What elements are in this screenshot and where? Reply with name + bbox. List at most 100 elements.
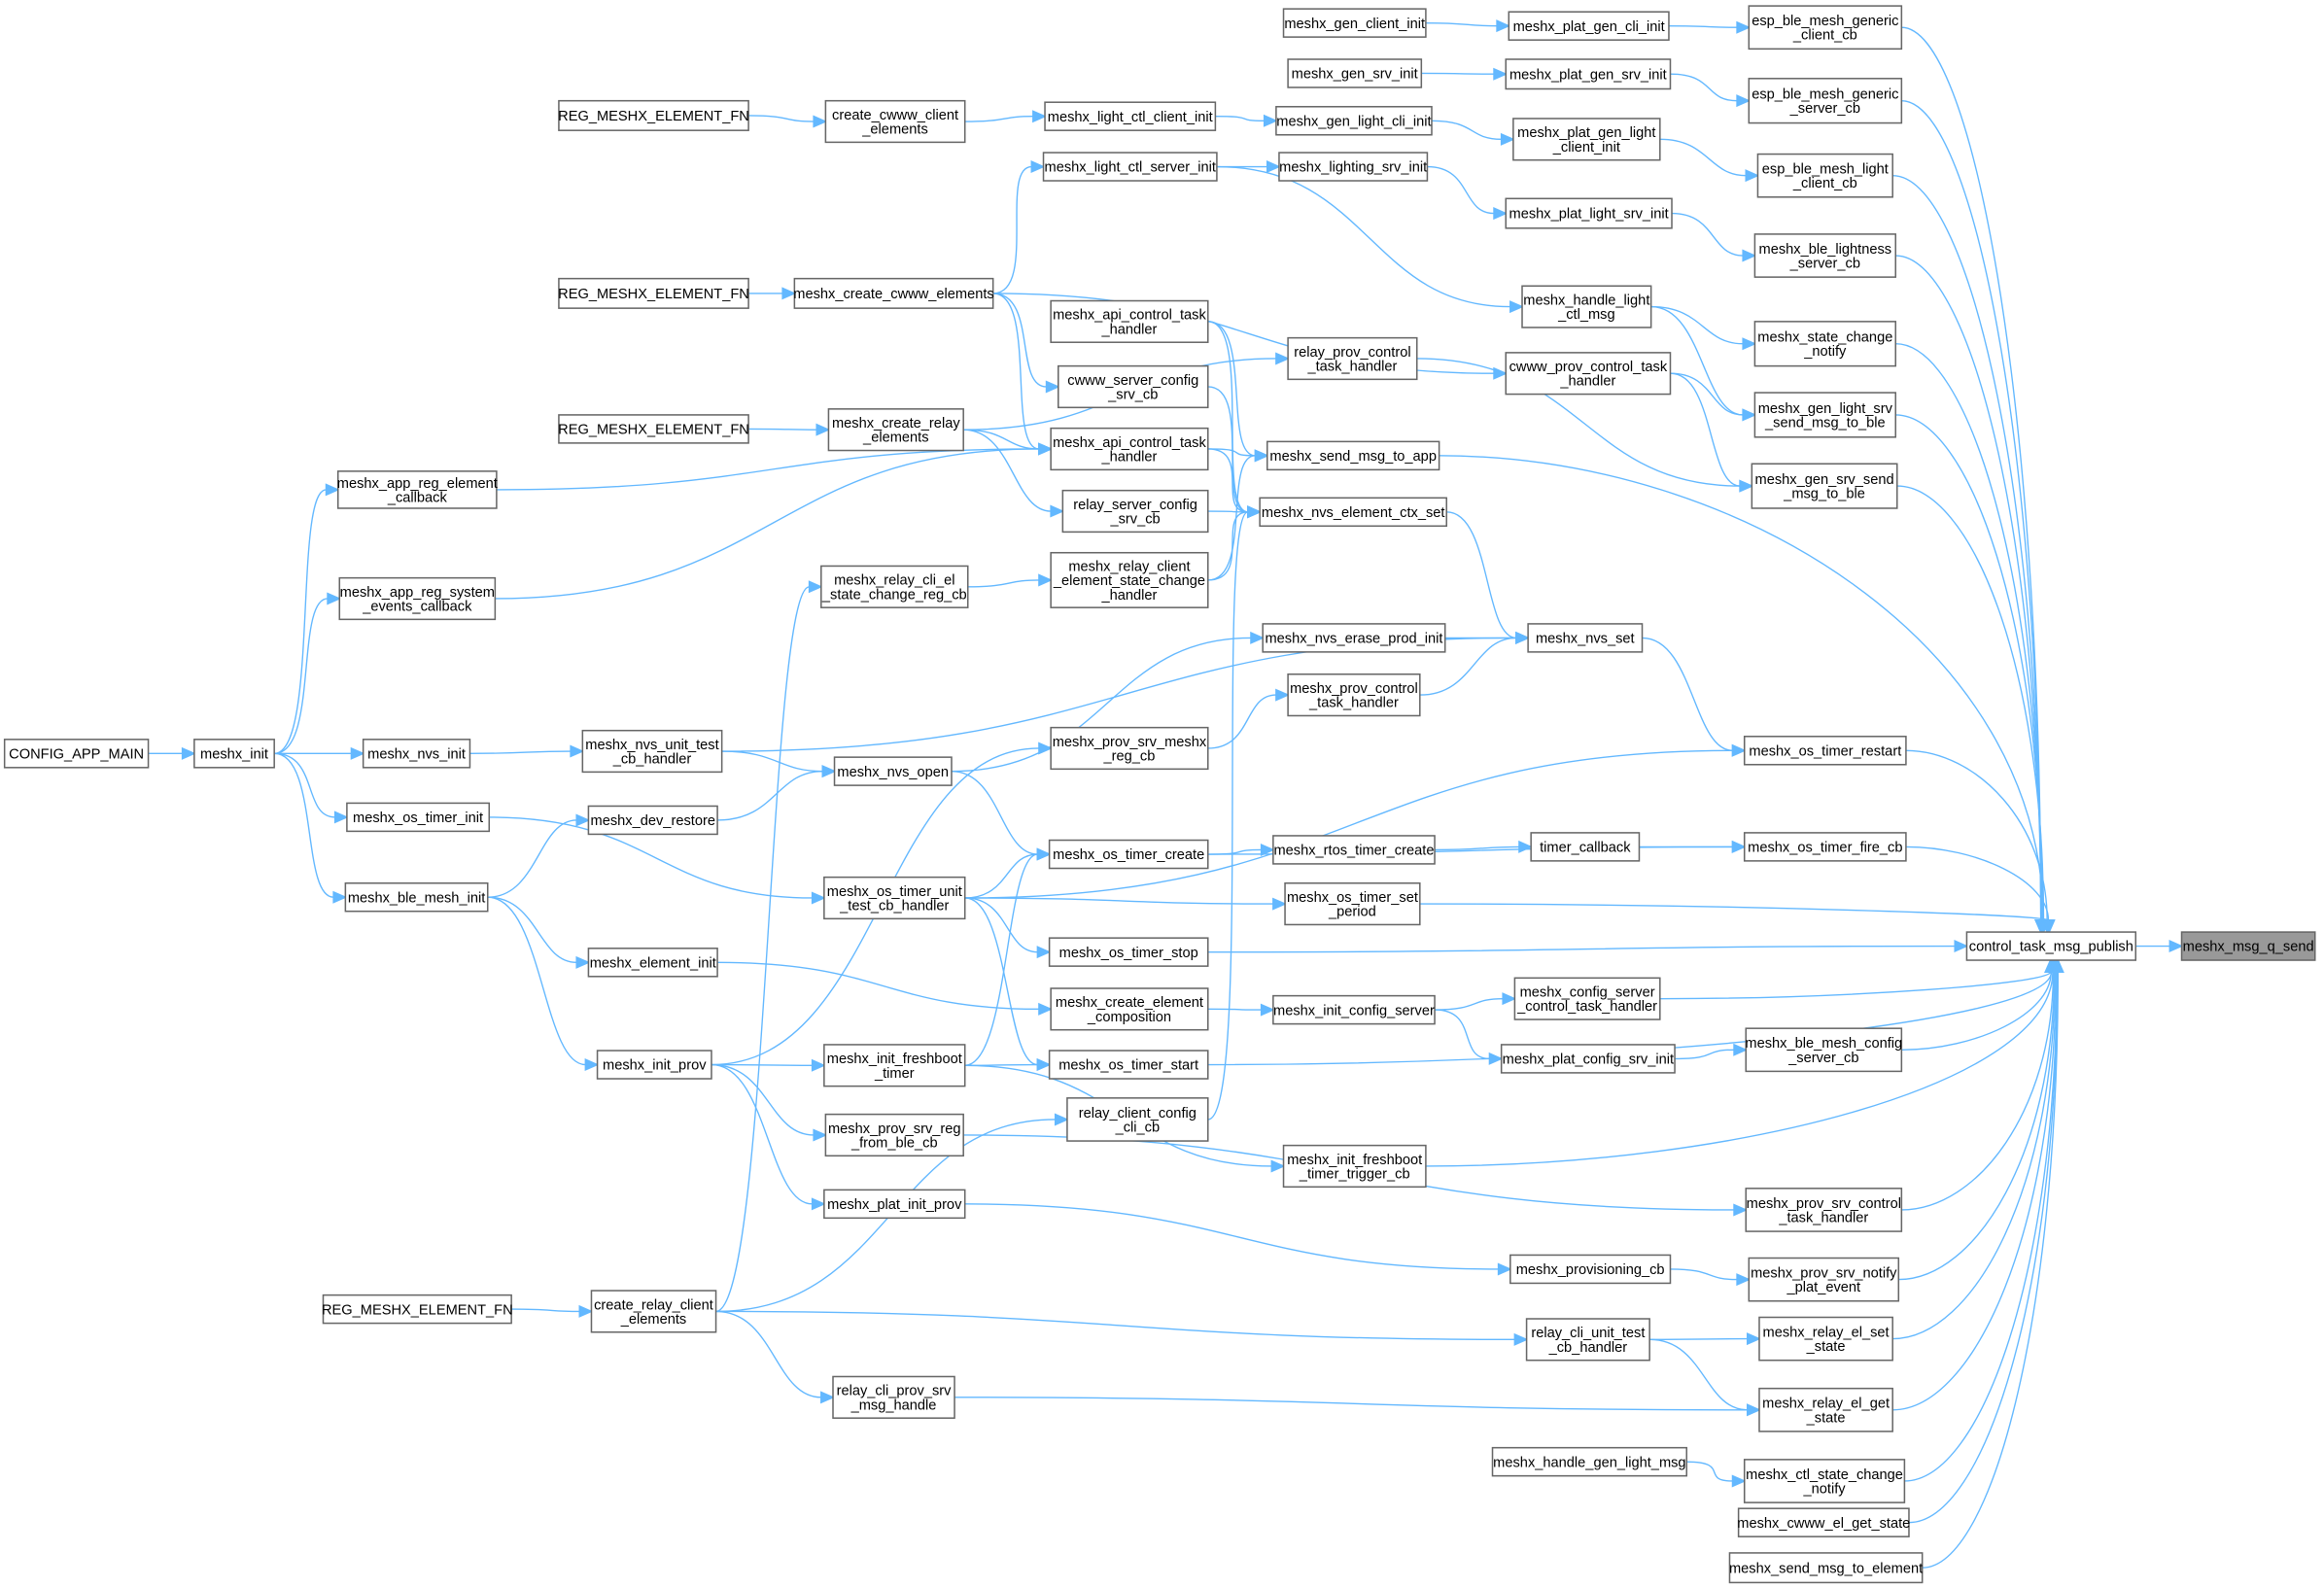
- arrowhead-icon: [584, 1058, 600, 1072]
- node-meshx-plat-init-prov[interactable]: meshx_plat_init_prov: [823, 1189, 966, 1220]
- node-cwww-server-config-srv-cb[interactable]: cwww_server_config_srv_cb: [1058, 364, 1209, 409]
- node-meshx-gen-srv-send-msg-to-ble[interactable]: meshx_gen_srv_send_msg_to_ble: [1751, 463, 1898, 509]
- node-meshx-nvs-open[interactable]: meshx_nvs_open: [833, 756, 953, 786]
- node-meshx-element-init[interactable]: meshx_element_init: [587, 948, 718, 978]
- node-meshx-init-config-server[interactable]: meshx_init_config_server: [1272, 994, 1436, 1025]
- call-edge-meshx-gen-srv-init-to-meshx-plat-gen-srv-init: [1421, 72, 1495, 75]
- node-reg3[interactable]: REG_MESHX_ELEMENT_FN: [558, 414, 749, 444]
- node-meshx-create-relay-elements[interactable]: meshx_create_relay_elements: [827, 408, 964, 452]
- node-meshx-send-msg-to-element[interactable]: meshx_send_msg_to_element: [1728, 1552, 1924, 1584]
- node-meshx-os-timer-set-period[interactable]: meshx_os_timer_set_period: [1284, 881, 1421, 926]
- node-meshx-config-server-control-task-handler[interactable]: meshx_config_server_control_task_handler: [1513, 977, 1661, 1020]
- node-meshx-init-freshboot-timer[interactable]: meshx_init_freshboot_timer: [823, 1044, 966, 1087]
- node-meshx-nvs-erase-prod-init[interactable]: meshx_nvs_erase_prod_init: [1262, 623, 1446, 653]
- node-reg1[interactable]: REG_MESHX_ELEMENT_FN: [558, 99, 749, 131]
- node-meshx-light-ctl-server-init[interactable]: meshx_light_ctl_server_init: [1042, 152, 1218, 182]
- node-relay-cli-unit-test-cb-handler[interactable]: relay_cli_unit_test_cb_handler: [1525, 1318, 1650, 1362]
- node-meshx-state-change-notify[interactable]: meshx_state_change_notify: [1753, 321, 1897, 367]
- arrowhead-icon: [1733, 1203, 1749, 1217]
- node-meshx-msg-q-send[interactable]: meshx_msg_q_send: [2180, 931, 2316, 961]
- node-timer-callback[interactable]: timer_callback: [1530, 832, 1641, 862]
- arrowhead-icon: [1497, 1262, 1512, 1276]
- node-meshx-nvs-init[interactable]: meshx_nvs_init: [362, 739, 471, 769]
- node-relay-prov-control-task-handler[interactable]: relay_prov_control_task_handler: [1287, 336, 1418, 381]
- node-meshx-gen-client-init[interactable]: meshx_gen_client_init: [1282, 8, 1427, 38]
- node-label: meshx_os_timer_set: [1287, 890, 1418, 906]
- node-meshx-relay-el-get-state[interactable]: meshx_relay_el_get_state: [1758, 1387, 1893, 1432]
- node-meshx-plat-light-srv-init[interactable]: meshx_plat_light_srv_init: [1505, 197, 1673, 229]
- node-meshx-os-timer-create[interactable]: meshx_os_timer_create: [1048, 839, 1209, 870]
- node-meshx-init-prov[interactable]: meshx_init_prov: [596, 1050, 712, 1080]
- node-relay-server-config-srv-cb[interactable]: relay_server_config_srv_cb: [1061, 489, 1209, 534]
- node-esp-ble-mesh-generic-client-cb[interactable]: esp_ble_mesh_generic_client_cb: [1748, 5, 1903, 51]
- node-relay-client-config-cli-cb[interactable]: relay_client_config_cli_cb: [1066, 1097, 1209, 1142]
- node-meshx-plat-gen-srv-init[interactable]: meshx_plat_gen_srv_init: [1505, 58, 1672, 90]
- node-label: esp_ble_mesh_generic: [1752, 87, 1898, 103]
- node-meshx-handle-gen-light-msg[interactable]: meshx_handle_gen_light_msg: [1491, 1446, 1688, 1477]
- node-control-task-msg-publish[interactable]: control_task_msg_publish: [1965, 931, 2137, 961]
- node-meshx-os-timer-fire-cb[interactable]: meshx_os_timer_fire_cb: [1743, 832, 1907, 862]
- node-meshx-prov-srv-notify-plat-event[interactable]: meshx_prov_srv_notify_plat_event: [1748, 1257, 1900, 1302]
- node-meshx-os-timer-init[interactable]: meshx_os_timer_init: [346, 802, 491, 833]
- node-meshx-plat-gen-light-client-init[interactable]: meshx_plat_gen_light_client_init: [1512, 118, 1661, 161]
- node-meshx-nvs-set[interactable]: meshx_nvs_set: [1527, 623, 1644, 653]
- arrowhead-icon: [1747, 1332, 1761, 1346]
- node-meshx-relay-el-set-state[interactable]: meshx_relay_el_set_state: [1758, 1316, 1893, 1362]
- node-meshx-gen-srv-init[interactable]: meshx_gen_srv_init: [1287, 58, 1423, 88]
- arrowhead-icon: [181, 746, 196, 760]
- node-meshx-nvs-element-ctx-set[interactable]: meshx_nvs_element_ctx_set: [1259, 497, 1448, 528]
- node-meshx-nvs-unit-test-cb-handler[interactable]: meshx_nvs_unit_test_cb_handler: [581, 729, 723, 774]
- call-edge-meshx-prov-srv-meshx-reg-cb-to-meshx-prov-control-task-handler: [1207, 694, 1276, 749]
- node-meshx-prov-srv-control-task-handler[interactable]: meshx_prov_srv_control_task_handler: [1745, 1188, 1903, 1232]
- node-meshx-rtos-timer-create[interactable]: meshx_rtos_timer_create: [1272, 835, 1436, 865]
- node-meshx-init[interactable]: meshx_init: [193, 739, 275, 769]
- node-config-app-main[interactable]: CONFIG_APP_MAIN: [3, 739, 150, 769]
- node-meshx-init-freshboot-timer-trigger-cb[interactable]: meshx_init_freshboot_timer_trigger_cb: [1282, 1144, 1427, 1189]
- node-meshx-ble-mesh-init[interactable]: meshx_ble_mesh_init: [344, 881, 489, 913]
- call-edge-relay-cli-prov-srv-msg-handle-to-meshx-relay-el-get-state: [954, 1397, 1748, 1411]
- call-edge-meshx-create-element-composition-to-meshx-init-config-server: [1207, 1008, 1262, 1011]
- node-meshx-gen-light-srv-send-msg-to-ble[interactable]: meshx_gen_light_srv_send_msg_to_ble: [1753, 392, 1897, 438]
- node-meshx-relay-cli-el-state-change-reg-cb[interactable]: meshx_relay_cli_el_state_change_reg_cb: [820, 565, 969, 608]
- node-meshx-ctl-state-change-notify[interactable]: meshx_ctl_state_change_notify: [1743, 1459, 1906, 1503]
- call-edge-meshx-prov-srv-notify-plat-event-to-control-task-msg-publish: [1898, 972, 2056, 1281]
- node-reg2[interactable]: REG_MESHX_ELEMENT_FN: [558, 277, 749, 309]
- node-meshx-prov-srv-reg-from-ble-cb[interactable]: meshx_prov_srv_reg_from_ble_cb: [824, 1113, 964, 1157]
- node-esp-ble-mesh-generic-server-cb[interactable]: esp_ble_mesh_generic_server_cb: [1748, 78, 1903, 124]
- node-meshx-ble-lightness-server-cb[interactable]: meshx_ble_lightness_server_cb: [1753, 233, 1897, 278]
- node-meshx-os-timer-unit-test-cb-handler[interactable]: meshx_os_timer_unit_test_cb_handler: [823, 876, 966, 920]
- node-label: meshx_prov_srv_notify: [1751, 1265, 1897, 1281]
- node-meshx-handle-light-ctl-msg[interactable]: meshx_handle_light_ctl_msg: [1521, 285, 1652, 328]
- node-meshx-plat-gen-cli-init[interactable]: meshx_plat_gen_cli_init: [1508, 11, 1670, 41]
- node-meshx-relay-client-element-state-change-handler[interactable]: meshx_relay_client_element_state_change_…: [1050, 551, 1209, 608]
- node-meshx-create-cwww-elements[interactable]: meshx_create_cwww_elements: [793, 277, 994, 309]
- node-meshx-lighting-srv-init[interactable]: meshx_lighting_srv_init: [1278, 152, 1429, 182]
- node-meshx-cwww-el-get-state[interactable]: meshx_cwww_el_get_state: [1737, 1507, 1910, 1537]
- node-relay-cli-prov-srv-msg-handle[interactable]: relay_cli_prov_srv_msg_handle: [832, 1375, 955, 1419]
- node-label: meshx_os_timer_start: [1058, 1058, 1198, 1074]
- node-meshx-dev-restore[interactable]: meshx_dev_restore: [587, 805, 718, 836]
- node-api1[interactable]: meshx_api_control_task_handler: [1050, 299, 1209, 343]
- node-meshx-plat-config-srv-init[interactable]: meshx_plat_config_srv_init: [1500, 1044, 1676, 1074]
- node-esp-ble-mesh-light-client-cb[interactable]: esp_ble_mesh_light_client_cb: [1756, 153, 1893, 198]
- node-meshx-send-msg-to-app[interactable]: meshx_send_msg_to_app: [1266, 440, 1440, 471]
- node-cwww-prov-control-task-handler[interactable]: cwww_prov_control_task_handler: [1505, 352, 1672, 396]
- node-meshx-provisioning-cb[interactable]: meshx_provisioning_cb: [1509, 1254, 1672, 1285]
- node-meshx-app-reg-system-events-callback[interactable]: meshx_app_reg_system_events_callback: [338, 576, 497, 621]
- node-api2[interactable]: meshx_api_control_task_handler: [1050, 427, 1209, 471]
- node-meshx-os-timer-start[interactable]: meshx_os_timer_start: [1048, 1050, 1209, 1080]
- node-create-cwww-client-elements[interactable]: create_cwww_client_elements: [824, 99, 966, 144]
- node-create-relay-client-elements[interactable]: create_relay_client_elements: [590, 1290, 717, 1333]
- node-meshx-os-timer-stop[interactable]: meshx_os_timer_stop: [1048, 937, 1209, 967]
- node-meshx-ble-mesh-config-server-cb[interactable]: meshx_ble_mesh_config_server_cb: [1745, 1027, 1902, 1073]
- node-meshx-os-timer-restart[interactable]: meshx_os_timer_restart: [1743, 736, 1907, 766]
- node-meshx-prov-srv-meshx-reg-cb[interactable]: meshx_prov_srv_meshx_reg_cb: [1050, 726, 1209, 771]
- node-reg4[interactable]: REG_MESHX_ELEMENT_FN: [322, 1294, 513, 1325]
- node-meshx-gen-light-cli-init[interactable]: meshx_gen_light_cli_init: [1275, 106, 1433, 136]
- call-edge-meshx-create-relay-elements-to-relay-server-config-srv-cb: [963, 429, 1052, 512]
- node-meshx-light-ctl-client-init[interactable]: meshx_light_ctl_client_init: [1044, 101, 1217, 131]
- node-meshx-create-element-composition[interactable]: meshx_create_element_composition: [1050, 987, 1209, 1031]
- node-label: _state: [1806, 1410, 1846, 1426]
- node-meshx-app-reg-element-callback[interactable]: meshx_app_reg_element_callback: [337, 470, 498, 509]
- node-meshx-prov-control-task-handler[interactable]: meshx_prov_control_task_handler: [1287, 673, 1421, 717]
